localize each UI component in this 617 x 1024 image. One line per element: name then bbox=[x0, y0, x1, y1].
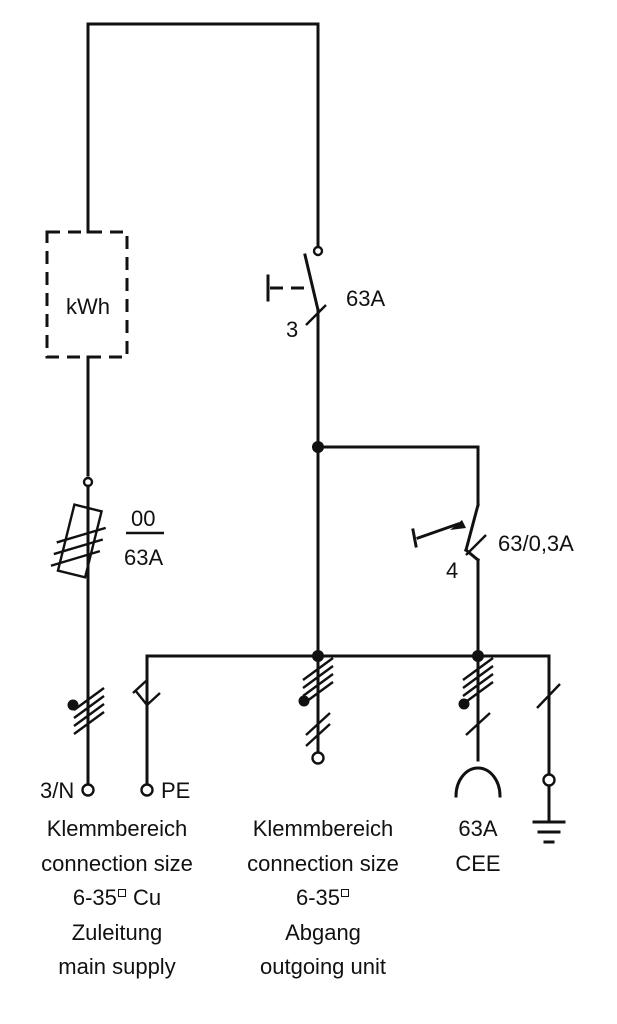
pe-kink bbox=[134, 689, 148, 706]
main-switch-pole-mark bbox=[305, 304, 327, 326]
outgoing-terminal-marks bbox=[298, 657, 334, 747]
ground-bar bbox=[536, 683, 561, 709]
pe-bar bbox=[146, 692, 161, 706]
pe-terminal-label: PE bbox=[161, 778, 191, 803]
rcd-actuator bbox=[416, 522, 460, 540]
cee-terminal-marks bbox=[458, 657, 494, 736]
outgoing-info-block: Klemmbereich connection size 6-35 Abgang… bbox=[247, 816, 399, 979]
main-switch-blade bbox=[303, 253, 320, 312]
rcd-arrow bbox=[450, 520, 466, 530]
pe-terminal bbox=[140, 783, 154, 797]
main-switch-rating: 63A bbox=[346, 286, 386, 311]
rcd-poles: 4 bbox=[446, 558, 459, 583]
switch-contact-ring bbox=[312, 245, 324, 257]
kwh-meter-box bbox=[45, 230, 129, 359]
meter-label: kWh bbox=[66, 294, 110, 319]
ground-terminal bbox=[542, 773, 556, 787]
main-switch-poles: 3 bbox=[286, 317, 299, 342]
rcd-rating: 63/0,3A bbox=[498, 531, 574, 556]
fuse-rating-label: 63A bbox=[124, 545, 164, 570]
square-mm-icon bbox=[117, 888, 126, 897]
supply-terminal-label: 3/N bbox=[40, 778, 75, 803]
rcd-feed-wire bbox=[316, 445, 480, 507]
supply-terminal bbox=[81, 783, 95, 797]
fuse-symbol bbox=[50, 503, 107, 579]
top-feed-wire bbox=[86, 22, 320, 247]
fuse-size-label: 00 bbox=[131, 506, 156, 531]
rcd-blade bbox=[464, 503, 480, 552]
supply-terminal-marks bbox=[67, 687, 105, 735]
cee-socket-icon bbox=[454, 766, 502, 798]
cee-info-block: 63A CEE bbox=[455, 816, 501, 876]
rcd-test-button bbox=[411, 528, 418, 548]
square-mm-icon bbox=[341, 888, 350, 897]
supply-info-block: Klemmbereich connection size 6-35 Cu Zul… bbox=[41, 816, 193, 979]
outgoing-terminal bbox=[311, 751, 325, 765]
rcd-lower-link bbox=[463, 547, 481, 563]
